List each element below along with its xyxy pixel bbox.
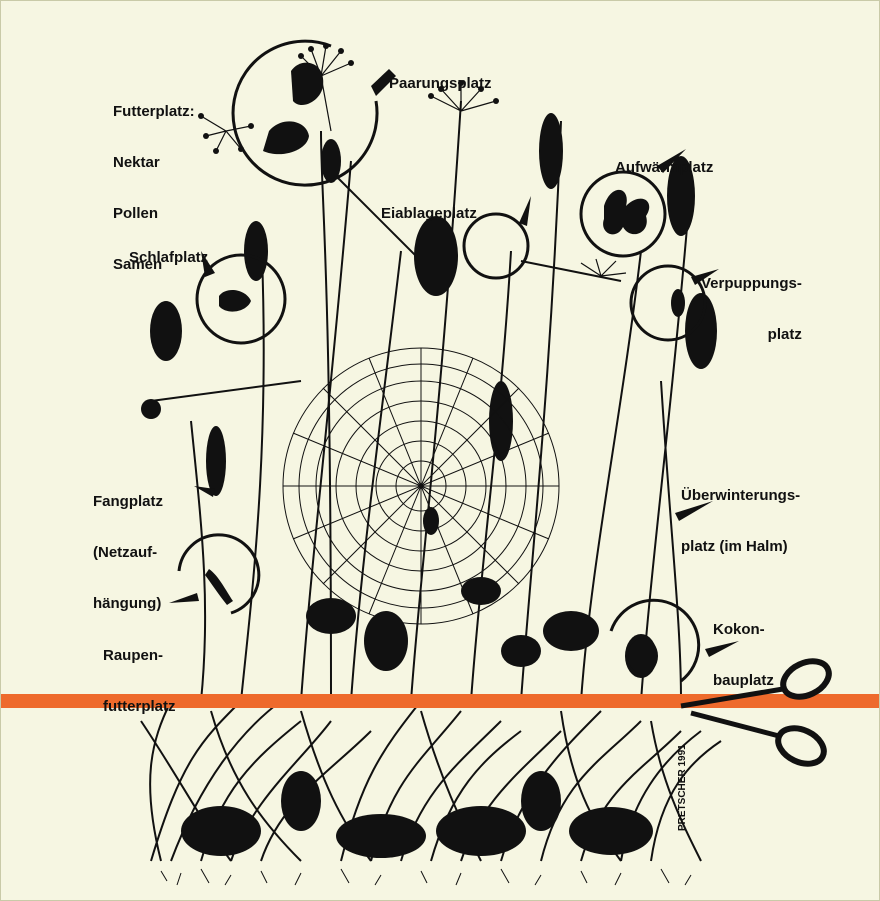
label-raupenfutterplatz: Raupen- futterplatz — [103, 613, 176, 749]
label-aufwaermplatz: Aufwärmplatz — [615, 125, 713, 210]
label-schlafplatz: Schlafplatz — [129, 215, 208, 300]
cocoon-circle — [611, 600, 699, 681]
cocoon-icon — [628, 638, 658, 674]
grass-tufts — [181, 771, 653, 858]
leaves — [306, 577, 657, 678]
label-verpuppungsplatz: Verpuppungs- platz — [701, 241, 802, 377]
label-kokonbauplatz: Kokon- bauplatz — [713, 587, 774, 723]
spider — [423, 507, 439, 535]
soil — [161, 869, 691, 885]
pupa-icon — [671, 289, 685, 317]
label-paarungsplatz: Paarungsplatz — [389, 41, 492, 126]
spider-web — [283, 348, 559, 624]
label-eiablageplatz: Eiablageplatz — [381, 171, 477, 256]
caterpillar-icon — [205, 569, 233, 605]
label-ueberwinterungsplatz: Überwinterungs- platz (im Halm) — [681, 453, 800, 589]
artist-credit: PRETSCHER 1991 — [677, 744, 688, 831]
